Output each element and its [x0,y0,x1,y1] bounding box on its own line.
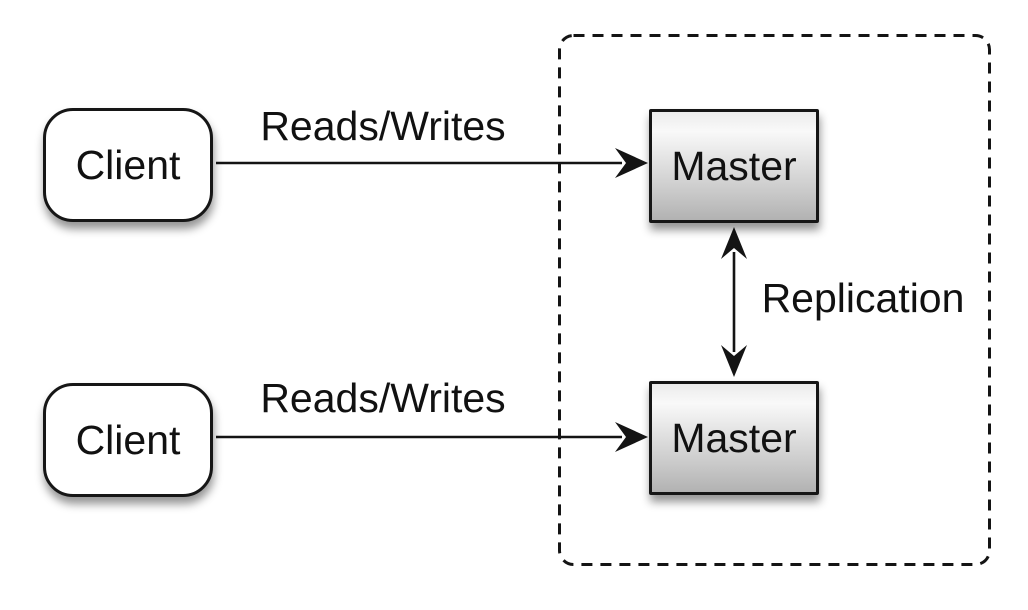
replication-boundary-dashed-box [558,34,991,566]
master-bottom-node: Master [649,381,819,495]
reads-writes-top-label: Reads/Writes [260,103,506,149]
master-top-label: Master [671,142,797,189]
arrowhead-replication-down [721,345,747,377]
reads-writes-bottom-label: Reads/Writes [260,375,506,421]
master-top-node: Master [649,109,819,223]
master-bottom-label: Master [671,414,797,461]
arrowhead-client-top-to-master-top [615,148,648,178]
arrowhead-replication-up [721,227,747,259]
replication-label: Replication [761,275,965,321]
client-top-label: Client [75,141,181,188]
client-bottom-label: Client [75,416,181,463]
client-top-node: Client [43,108,213,222]
arrowhead-client-bottom-to-master-bottom [615,422,648,452]
client-bottom-node: Client [43,383,213,497]
